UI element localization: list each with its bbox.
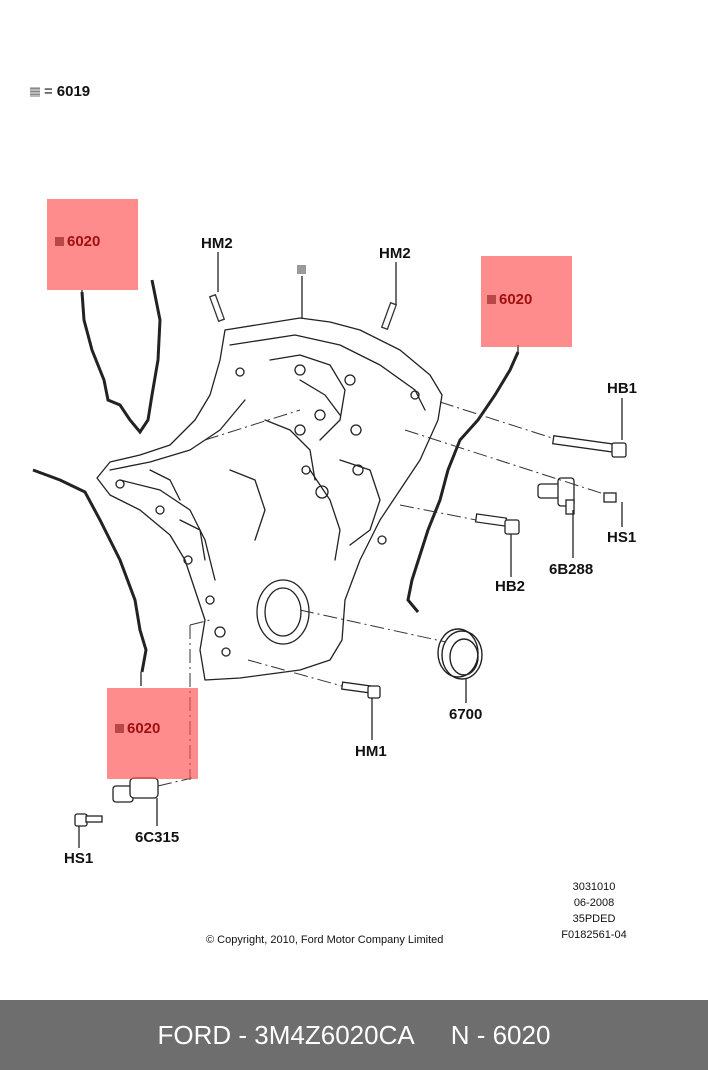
callout-hs1-left: HS1: [64, 850, 94, 867]
bolt-hm1: [340, 681, 372, 694]
callout-hs1-right: HS1: [607, 529, 637, 546]
drawing-date: 06-2008: [573, 897, 615, 909]
bolt-hs1-left: [74, 813, 88, 827]
dowel-pin-left: [208, 293, 226, 323]
callout-6c315: 6C315: [135, 829, 180, 846]
drawing-number: 3031010: [572, 881, 616, 893]
drawing-meta: 3031010 06-2008 35PDED F0182561-04: [558, 879, 630, 943]
callout-hm2-right: HM2: [379, 245, 411, 262]
bolt-hb2: [474, 513, 508, 527]
legend-equals: =: [44, 83, 53, 100]
callout-hb2: HB2: [495, 578, 526, 595]
hatch-swatch-icon: [30, 86, 40, 97]
hatch-square-icon: [115, 724, 124, 733]
gasket-lower-left: [32, 468, 148, 673]
callout-6700: 6700: [449, 706, 483, 723]
dowel-pin-right: [380, 301, 398, 331]
callout-hm2-left: HM2: [201, 235, 233, 252]
sensor-6b288: [537, 477, 575, 515]
gasket-right: [406, 351, 520, 613]
bolt-hs1-right: [603, 492, 617, 503]
footer-part-number: FORD - 3M4Z6020CA: [157, 1019, 415, 1050]
callout-6b288: 6B288: [549, 561, 594, 578]
sensor-6c315: [112, 777, 159, 803]
engine-front-cover-diagram: [32, 252, 627, 848]
drawing-file-id: F0182561-04: [561, 929, 627, 941]
seal-6700: [437, 628, 483, 680]
highlight-label-lower-left: 6020: [115, 720, 160, 737]
callout-hb1: HB1: [607, 380, 638, 397]
drawing-code: 35PDED: [572, 913, 616, 925]
highlight-box-lower-left[interactable]: [107, 688, 198, 779]
callout-hm1: HM1: [355, 743, 387, 760]
hatch-square-icon: [55, 237, 64, 246]
highlight-box-upper-right[interactable]: [481, 256, 572, 347]
highlight-label-upper-left: 6020: [55, 233, 100, 250]
bolt-hb1: [552, 434, 616, 454]
front-cover-outline: [96, 317, 443, 681]
gasket-upper-left: [80, 279, 162, 435]
legend-code: 6019: [56, 83, 91, 100]
footer-reference: N - 6020: [450, 1019, 551, 1050]
footer-bar: FORD - 3M4Z6020CA N - 6020: [0, 1000, 708, 1070]
legend: = 6019: [30, 83, 90, 100]
copyright-notice: © Copyright, 2010, Ford Motor Company Li…: [206, 934, 444, 946]
highlight-label-upper-right: 6020: [487, 291, 532, 308]
hatch-square-icon: [487, 295, 496, 304]
